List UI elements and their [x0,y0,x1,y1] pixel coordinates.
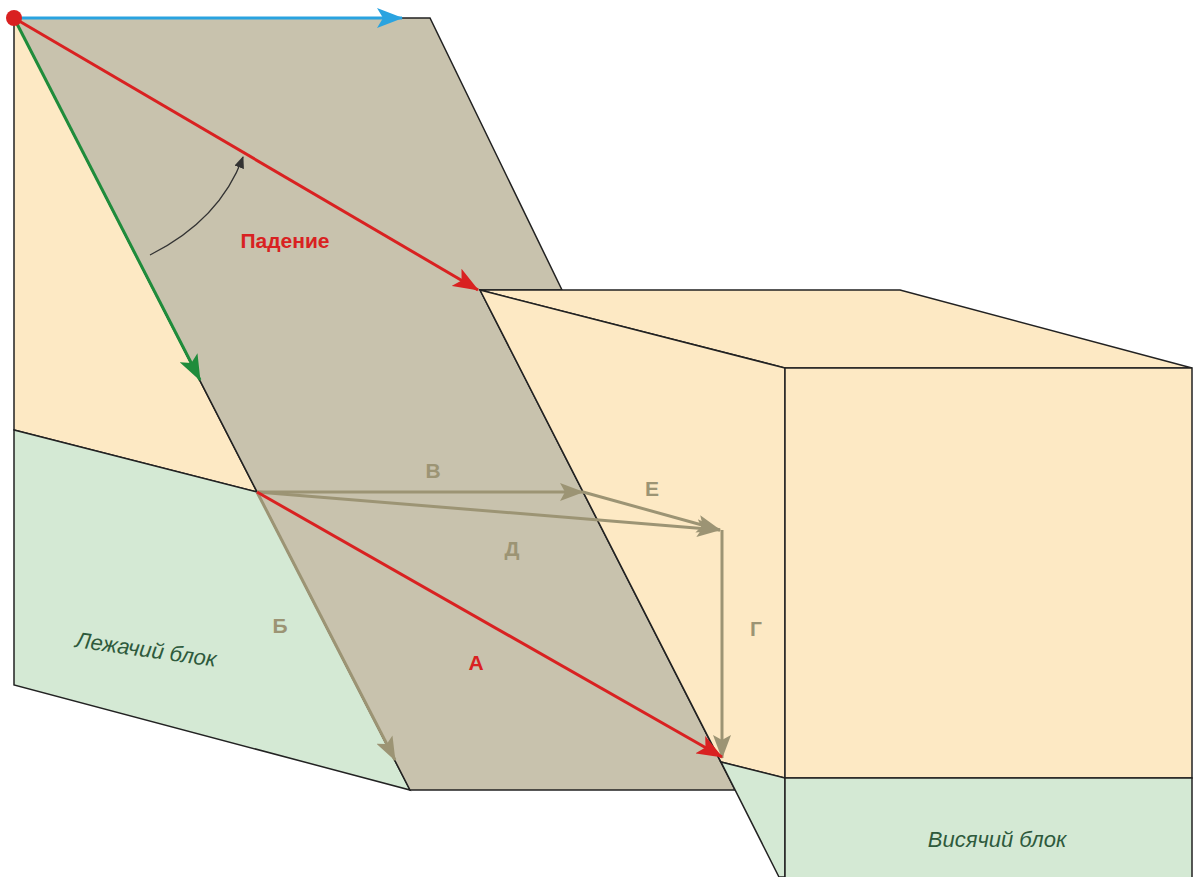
vector-letter: Б [272,615,287,636]
vector-letter: В [425,460,440,481]
vector-letter: А [468,652,483,673]
vector-letter: Е [645,478,659,499]
block-label: Висячий блок [928,829,1067,851]
vector-letter: Д [505,538,520,559]
dip-label: Падение [240,230,329,251]
vector-letter: Г [750,618,762,639]
